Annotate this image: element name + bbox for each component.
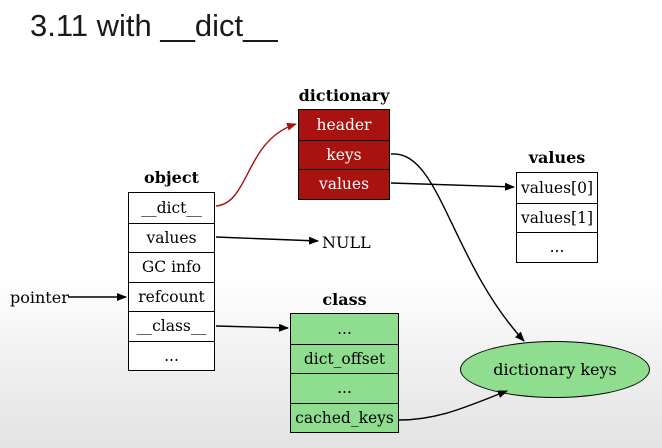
class-table-title: class [322,290,367,309]
dictionary-values-cell: values [299,169,389,199]
values-table-title: values [528,148,586,167]
object-dict-cell: __dict__ [141,198,202,217]
dictionary-values-to-values-edge [390,182,515,191]
dictionary-header-cell: header [316,115,372,134]
dict-to-dictionary-edge [215,122,297,207]
object-ellipsis-cell: ... [129,340,214,371]
class-ellipsis-cell-1: ... [291,314,398,344]
dictionary-table-title: dictionary [298,86,390,105]
object-values-cell: values [129,222,214,253]
class-dict-offset-cell: dict_offset [291,343,398,373]
cached-keys-to-keys-edge [398,390,508,421]
dictionary-keys-cell: keys [299,139,389,170]
values-1-cell: values[1] [517,202,597,233]
object-gc-info-cell: GC info [129,252,214,282]
dictionary-keys-to-keys-edge [390,153,525,342]
pointer-label: pointer [10,288,69,307]
dictionary-table: header keys values [298,109,390,200]
object-class-cell: __class__ [129,311,214,341]
values-0-cell: values[0] [520,178,594,197]
object-table: __dict__ values GC info refcount __class… [128,192,215,371]
null-label: NULL [322,233,371,252]
object-table-title: object [144,168,199,187]
values-to-null-edge [215,236,319,245]
class-to-class-table-edge [215,323,289,332]
class-cached-keys-cell: cached_keys [291,402,398,432]
object-refcount-cell: refcount [129,281,214,312]
dictionary-keys-label: dictionary keys [493,360,617,379]
values-table: values[0] values[1] ... [516,172,598,263]
values-ellipsis-cell: ... [517,232,597,262]
class-ellipsis-cell-2: ... [291,373,398,403]
slide-title: 3.11 with __dict__ [30,8,278,43]
class-table: ... dict_offset ... cached_keys [290,313,399,433]
dictionary-keys-node: dictionary keys [460,341,650,398]
